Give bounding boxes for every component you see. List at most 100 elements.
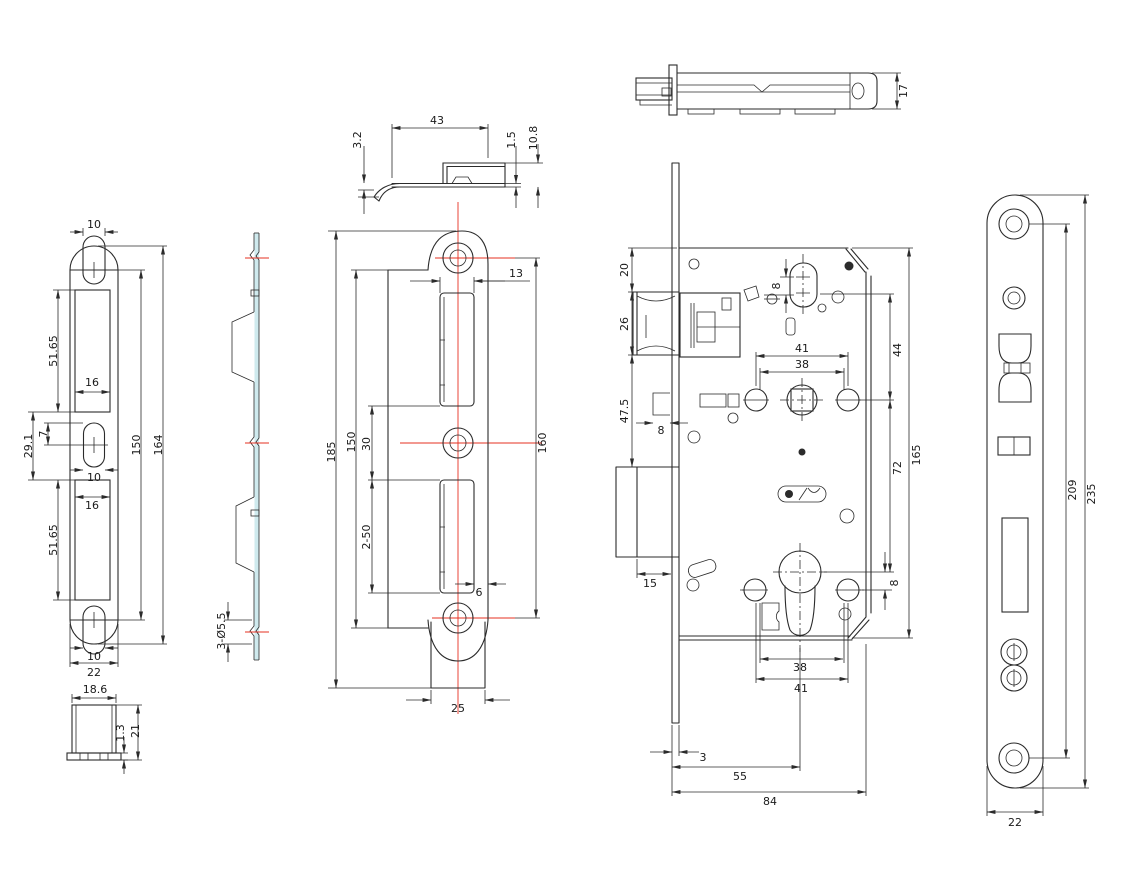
dim-follower-to-spindle: 44 (891, 343, 904, 357)
dim-overall-h: 164 (152, 435, 165, 456)
bent-lip (373, 182, 401, 202)
top-screw-hole (1005, 215, 1023, 233)
upper-hole (1007, 291, 1021, 305)
dust-box-upper (231, 311, 255, 383)
dim-faceplate-offset: 3 (700, 751, 707, 764)
dim-fix-span-top: 38 (795, 358, 809, 371)
tumbler-pin (687, 559, 717, 578)
dim-slot-w: 13 (509, 267, 523, 280)
dim-upper-cutout-w: 16 (85, 376, 99, 389)
dim-hole-callout: 3-Ø5.5 (215, 612, 228, 649)
dim-backset: 55 (733, 770, 747, 783)
bottom-dome (69, 619, 119, 645)
dim-throw: 15 (643, 577, 657, 590)
dim-box-w: 18.6 (83, 683, 108, 696)
top-dome (69, 245, 119, 271)
dim-spindle-to-cylinder: 72 (891, 461, 904, 475)
dim-box-depth: 10.8 (527, 126, 540, 151)
dim-top-to-latch: 20 (618, 263, 631, 277)
case-outline (678, 247, 872, 641)
upper-cutout (74, 289, 111, 413)
dim-latch-h: 26 (618, 317, 631, 331)
dim-mid-offset: 7 (37, 431, 50, 438)
dim-cyl-to-hole: 8 (888, 580, 901, 587)
dim-slot-gap: 30 (360, 437, 373, 451)
view-strike-b-section: 43 3.2 1.5 10.8 (351, 114, 543, 214)
view-strike-side: 3-Ø5.5 (215, 232, 269, 662)
dim-hole-span: 160 (536, 433, 549, 454)
latch-opening-lower (998, 372, 1032, 403)
dim-overall-h: 235 (1085, 484, 1098, 505)
dim-flange-t: 1.3 (114, 724, 127, 742)
dim-mid-height: 29.1 (22, 434, 35, 459)
dim-mid-hole-w: 10 (87, 471, 101, 484)
view-lock-body: 8 20 26 47.5 15 8 41 38 44 72 8 165 38 4… (615, 162, 923, 808)
dim-plate-recess: 8 (658, 424, 665, 437)
dim-tab-w: 25 (451, 702, 465, 715)
dim-lip-drop: 3.2 (351, 131, 364, 149)
case-top-outline (676, 72, 878, 110)
dim-handle-span-top: 41 (795, 342, 809, 355)
faceplate-edge (668, 64, 678, 116)
latch-guide-box (679, 292, 741, 358)
dust-box-lower (235, 496, 255, 573)
rivet-dot (844, 261, 854, 271)
dim-lower-cutout-w: 16 (85, 499, 99, 512)
view-box-section: 18.6 1.3 21 (66, 683, 142, 774)
dim-plate-w: 22 (1008, 816, 1022, 829)
dim-latch-to-bolt: 47.5 (618, 399, 631, 424)
bottom-tab (430, 621, 486, 689)
dim-slot-edge: 6 (476, 586, 483, 599)
follower-hole (789, 262, 818, 308)
dim-sheet-t: 1.5 (505, 131, 518, 149)
view-strike-plate-b: 13 185 150 30 2-50 160 6 25 (325, 202, 549, 715)
dim-overall-h: 185 (325, 442, 338, 463)
view-lock-top: 17 (635, 64, 910, 116)
dim-handle-span-bottom: 41 (794, 682, 808, 695)
faceplate-outline (986, 194, 1044, 789)
bottom-screw-hole (1005, 749, 1023, 767)
bottom-screw-hole (449, 609, 467, 627)
top-screw-slot (82, 235, 106, 285)
dim-case-h: 165 (910, 445, 923, 466)
dim-lower-cutout-h: 51.65 (47, 524, 60, 556)
dim-box-h: 21 (129, 724, 142, 738)
dim-screw-span: 209 (1066, 480, 1079, 501)
dim-bottom-tab: 10 (87, 650, 101, 663)
view-strike-plate-a: 10 51.65 16 29.1 7 10 16 51.65 150 164 1… (22, 218, 167, 679)
top-screw-hole (449, 249, 467, 267)
bottom-screw-slot (82, 605, 106, 655)
dim-case-t: 17 (897, 84, 910, 98)
spindle-square (790, 388, 814, 412)
hole-centerlines (245, 257, 269, 633)
upper-slot (439, 292, 475, 407)
raised-box (442, 162, 506, 185)
lower-cutout (74, 479, 111, 601)
cylinder-hole-top (851, 82, 865, 100)
dim-follower-offset: 8 (770, 283, 783, 290)
box-flange (66, 752, 122, 761)
dim-body-h: 150 (345, 432, 358, 453)
deadbolt (615, 466, 680, 558)
dim-plate-w: 22 (87, 666, 101, 679)
dim-hole-span: 150 (130, 435, 143, 456)
latch-bolt (632, 291, 680, 356)
box-outline (71, 704, 117, 754)
dim-case-depth: 84 (763, 795, 777, 808)
lower-slot (439, 479, 475, 594)
dim-top-tab: 10 (87, 218, 101, 231)
bolt-stop-bracket (761, 602, 780, 631)
deadbolt-slot (1001, 517, 1029, 613)
stop-cam (743, 285, 760, 302)
dim-upper-cutout-h: 51.65 (47, 335, 60, 367)
lever-slot (777, 485, 827, 503)
mid-screw-hole (449, 434, 467, 452)
latch-opening-upper (998, 333, 1032, 364)
view-faceplate: 209 235 22 (986, 194, 1098, 829)
dim-slot-length: 2-50 (360, 525, 373, 550)
dim-lip-w: 43 (430, 114, 444, 127)
sheet-section-fill (254, 233, 259, 660)
latch-head-top (635, 77, 673, 101)
